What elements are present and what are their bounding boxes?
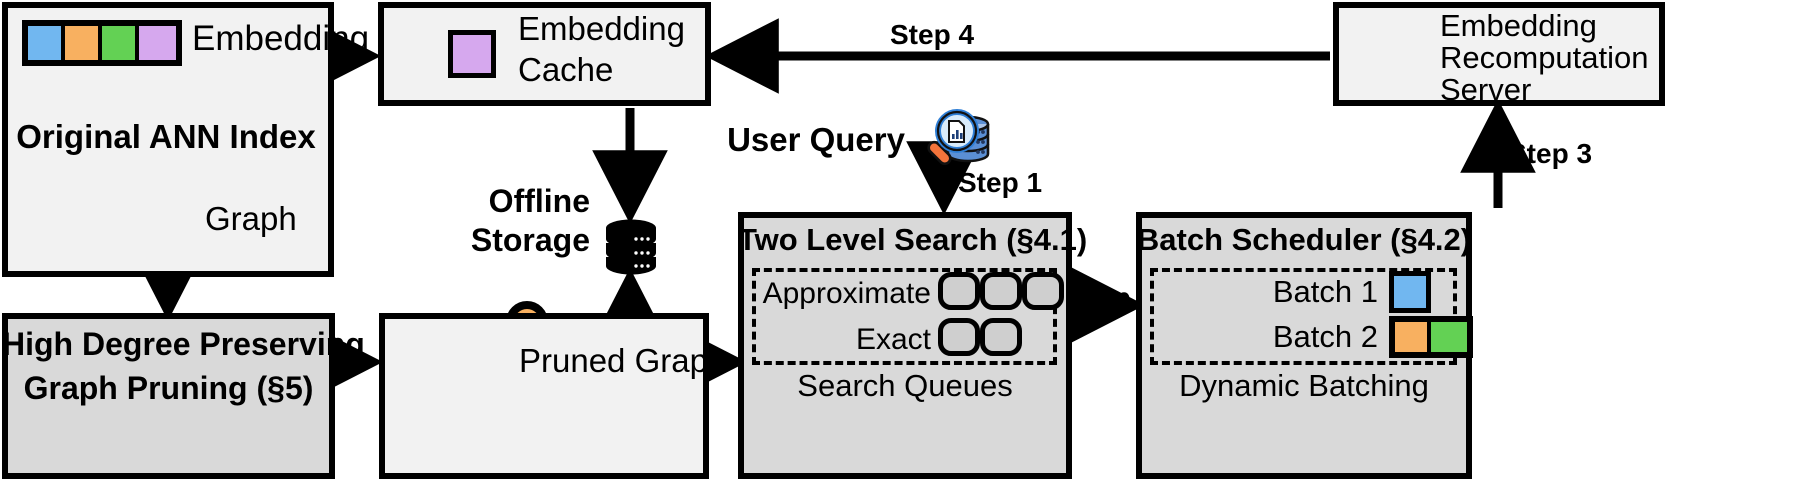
offline-storage-label-line2: Storage [470,222,590,258]
recomputation-server-line3: Server [1440,72,1532,107]
embedding-chip-orange [65,26,102,60]
recomputation-server-line1: Embedding [1440,8,1597,43]
step1-label: Step 1 [958,167,1043,198]
recomputation-server-box[interactable] [1333,2,1665,106]
approximate-row-label: Approximate [762,277,931,310]
original-ann-index-title: Original ANN Index [16,118,316,155]
batch2-chip-orange [1395,322,1431,352]
step3-label: Step 3 [1508,138,1593,169]
pruned-graph-box[interactable] [379,313,709,479]
exact-slot[interactable] [938,318,980,356]
embedding-chip-strip [22,20,182,66]
graph-pruning-box[interactable] [2,313,335,479]
exact-slot-row [938,318,1022,356]
pruned-graph-label: Pruned Graph [519,342,727,379]
graph-pruning-title-line1: High Degree Preserving [2,326,365,362]
batch1-chip-blue [1389,271,1431,313]
embedding-chip-green [102,26,139,60]
batch-scheduler-title: Batch Scheduler (§4.2) [1136,222,1472,257]
approximate-slot[interactable] [1022,272,1064,310]
approximate-slot[interactable] [938,272,980,310]
exact-slot[interactable] [980,318,1022,356]
dynamic-batching-footer: Dynamic Batching [1179,368,1429,403]
recomputation-server-line2: Recomputation [1440,40,1649,75]
graph-pruning-title-line2: Graph Pruning (§5) [23,370,314,406]
embedding-chip-blue [28,26,65,60]
search-queues-dashed-region [752,268,1057,365]
batch2-chip-green [1431,322,1467,352]
user-query-icon [927,109,990,166]
embedding-cache-title-line1: Embedding [518,10,685,47]
embedding-label: Embedding [192,19,370,58]
embedding-cache-title-line2: Cache [518,51,614,88]
approximate-slot[interactable] [980,272,1022,310]
offline-storage-db-icon [606,219,656,275]
batch2-chip-strip [1389,316,1473,358]
exact-row-label: Exact [855,323,931,356]
batch2-label: Batch 2 [1272,319,1378,354]
batch1-label: Batch 1 [1272,274,1378,309]
two-level-search-title: Two Level Search (§4.1) [738,222,1088,257]
search-queues-footer: Search Queues [797,368,1013,403]
graph-label: Graph [205,200,297,237]
embedding-cache-box[interactable] [378,2,711,106]
offline-storage-label-line1: Offline [488,183,590,219]
embedding-cache-chip-purple [448,30,496,78]
step4-label: Step 4 [890,19,975,50]
user-query-label: User Query [727,121,905,158]
embedding-chip-purple [139,26,176,60]
approximate-slot-row [938,272,1064,310]
